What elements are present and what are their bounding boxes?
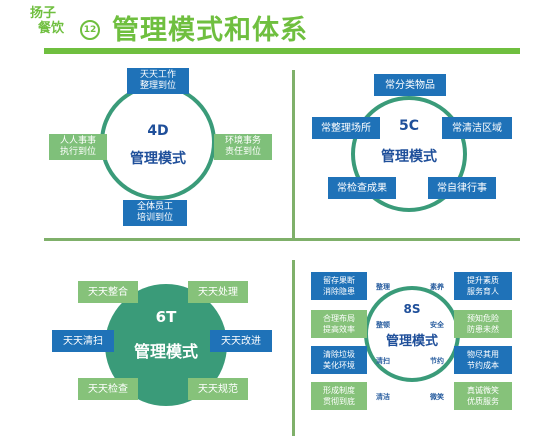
mode-label-5c: 管理模式 (381, 149, 437, 165)
box-5c-bottom-left: 常检查成果 (328, 177, 396, 199)
box-6t-mid-right: 天天改进 (210, 330, 272, 352)
box-8s-right-0: 提升素质 服务育人 (454, 272, 512, 300)
vertical-separator-bottom (292, 260, 295, 436)
mode-label-4d: 管理模式 (130, 151, 186, 167)
box-6t-top-right: 天天处理 (188, 281, 248, 303)
label-8s-left-3: 清洁 (376, 393, 390, 401)
mode-label-8s: 管理模式 (385, 334, 438, 349)
big-label-6t: 6T (155, 308, 177, 326)
horizontal-separator (44, 238, 520, 241)
box-5c-left: 常整理场所 (312, 117, 380, 139)
big-label-8s: 8S (403, 302, 421, 316)
box-8s-right-1: 预知危险 防患未然 (454, 310, 512, 338)
label-8s-right-2: 节约 (430, 357, 444, 365)
box-6t-bottom-right: 天天规范 (188, 378, 248, 400)
box-8s-right-3: 真诚微笑 优质服务 (454, 382, 512, 410)
vertical-separator-top (292, 70, 295, 238)
big-label-4d: 4D (147, 123, 169, 139)
box-6t-top-left: 天天整合 (78, 281, 138, 303)
box-8s-left-2: 清除垃圾 美化环境 (311, 346, 367, 374)
ring-5c (351, 96, 467, 212)
page-title: 管理模式和体系 (112, 15, 308, 46)
logo-line1: 扬子 (30, 6, 57, 21)
label-8s-left-0: 整理 (376, 283, 390, 291)
box-6t-mid-left: 天天清扫 (52, 330, 114, 352)
ring-4d (100, 84, 216, 200)
label-8s-right-0: 素养 (430, 283, 444, 291)
label-8s-right-3: 微笑 (430, 393, 444, 401)
box-5c-top: 常分类物品 (374, 74, 446, 96)
logo-line2: 餐饮 (38, 21, 65, 36)
box-5c-bottom-right: 常自律行事 (428, 177, 496, 199)
mode-label-6t: 管理模式 (133, 342, 198, 361)
box-4d-top: 天天工作 整理到位 (127, 68, 189, 94)
logo-badge: 12 (80, 20, 100, 40)
box-5c-right: 常清洁区域 (442, 117, 512, 139)
box-6t-bottom-left: 天天检查 (78, 378, 138, 400)
box-4d-left: 人人事事 执行到位 (49, 134, 107, 160)
label-8s-right-1: 安全 (430, 321, 444, 329)
header-divider (44, 48, 520, 54)
box-8s-left-3: 形成制度 贯彻到底 (311, 382, 367, 410)
label-8s-left-1: 整顿 (376, 321, 390, 329)
box-4d-bottom: 全体员工 培训到位 (123, 200, 187, 226)
label-8s-left-2: 清扫 (376, 357, 390, 365)
box-8s-left-0: 留存果断 消除隐患 (311, 272, 367, 300)
big-label-5c: 5C (398, 118, 419, 134)
box-8s-right-2: 物尽其用 节约成本 (454, 346, 512, 374)
box-8s-left-1: 合理布局 提高效率 (311, 310, 367, 338)
box-4d-right: 环境事务 责任到位 (214, 134, 272, 160)
